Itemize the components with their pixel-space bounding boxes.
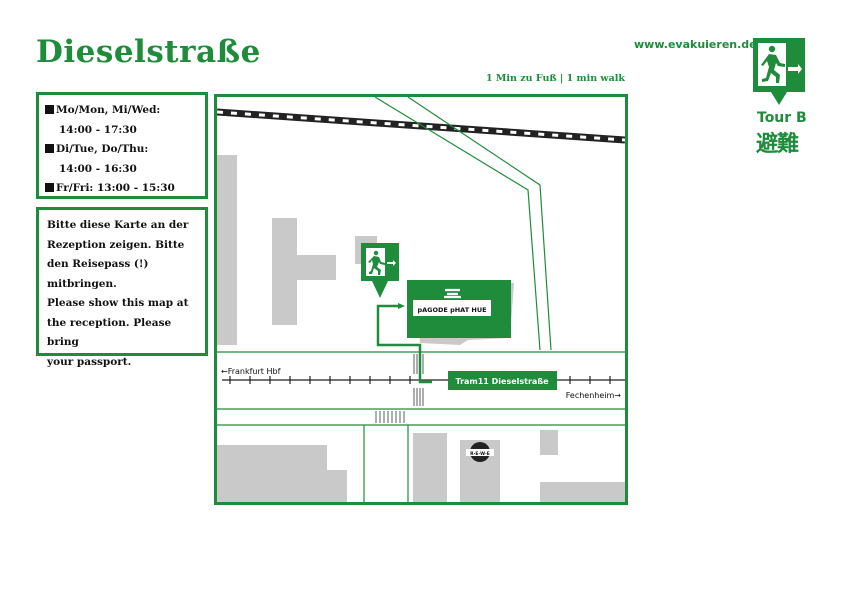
bullet-icon (45, 144, 54, 153)
hours-time: 13:00 - 15:30 (96, 182, 175, 194)
hours-days: Fr/Fri: (56, 182, 94, 194)
walk-time-note: 1 Min zu Fuß | 1 min walk (486, 73, 625, 84)
notice-line: Rezeption zeigen. Bitte (47, 238, 185, 251)
direction-west-label: ←Frankfurt Hbf (221, 367, 281, 376)
notice-box: Bitte diese Karte an der Rezeption zeige… (36, 207, 208, 368)
destination-label: pAGODE pHAT HUE (417, 306, 486, 314)
store-logo (466, 442, 494, 462)
hours-time: 14:00 - 16:30 (59, 162, 137, 175)
notice-line: Please show this map at (47, 297, 189, 309)
tram-track (222, 376, 625, 384)
website-link[interactable]: www.evakuieren.de (634, 38, 757, 51)
tram-stop-badge (448, 371, 557, 390)
notice-line: den Reisepass (!) (47, 258, 149, 270)
buildings (217, 155, 625, 502)
map: pAGODE pHAT HUE Tram11 Dieselstraße ←Fra… (214, 94, 628, 505)
tour-label: Tour B (757, 110, 807, 126)
emergency-exit-icon (753, 38, 805, 105)
footpath (374, 97, 552, 351)
bullet-icon (45, 105, 54, 114)
page-title: Dieselstraße (36, 34, 261, 70)
hours-time: 14:00 - 17:30 (59, 123, 137, 136)
hours-row: Fr/Fri: 13:00 - 15:30 (45, 179, 199, 199)
notice-line: mitbringen. (47, 277, 117, 290)
bullet-icon (45, 183, 54, 192)
tram-stop-label: Tram11 Dieselstraße (455, 377, 549, 386)
notice-line: your passport. (47, 355, 132, 368)
tour-logo (752, 37, 806, 111)
notice-line: Bitte diese Karte an der (47, 219, 189, 231)
hours-days: Di/Tue, Do/Thu: (56, 143, 149, 155)
notice-line: the reception. Please bring (47, 316, 172, 349)
hours-row: Di/Tue, Do/Thu: (45, 140, 199, 160)
hours-days: Mo/Mon, Mi/Wed: (56, 104, 161, 116)
store-logo-label: R·E·W·E (470, 451, 490, 457)
evacuation-kanji: 避難 (756, 132, 799, 157)
opening-hours-box: Mo/Mon, Mi/Wed: 14:00 - 17:30 Di/Tue, Do… (36, 92, 208, 199)
destination-building (392, 280, 514, 345)
railway-track (217, 108, 625, 144)
walking-route (376, 304, 432, 384)
crosswalk (375, 354, 424, 423)
emergency-exit-icon (361, 243, 399, 298)
direction-east-label: Fechenheim→ (566, 391, 622, 400)
hours-row: Mo/Mon, Mi/Wed: (45, 101, 199, 121)
